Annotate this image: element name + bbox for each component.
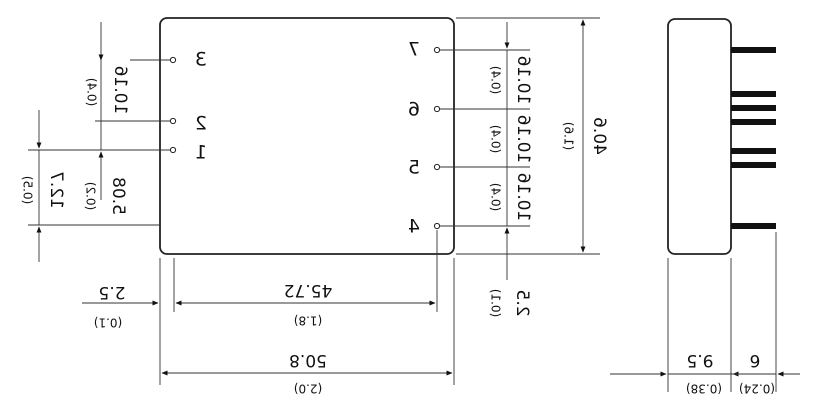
dim-height: 40.6: [589, 117, 609, 155]
dim-pin4-offset-in: (0.1): [489, 289, 503, 317]
pin-hole-5: [433, 163, 441, 171]
dim-left-margin: 2.5: [98, 282, 125, 302]
module-body-side: [667, 18, 732, 255]
dim-side-depth: 9.5: [686, 350, 713, 370]
pin-label-4: 4: [408, 216, 420, 238]
dim-pin4-offset: 2.5: [512, 289, 532, 316]
dim-width: 50.8: [289, 350, 327, 370]
dim-pin-span-in: (1.8): [294, 314, 322, 328]
module-body-front: [159, 17, 455, 255]
dim-pitch-left-in: (0.4): [85, 78, 99, 106]
dim-pin1-height: 12.7: [46, 171, 66, 209]
dim-width-in: (2.0): [294, 382, 322, 396]
dim-pin-offset-in: (0.2): [84, 182, 98, 210]
pin-hole-6: [433, 105, 441, 113]
dim-pitch-right-3: 10.16: [513, 173, 533, 222]
pin-label-5: 5: [408, 157, 420, 179]
dim-pin-span: 45.72: [284, 280, 333, 300]
dim-pin-offset: 5.08: [108, 177, 128, 215]
dim-pitch-right-3-in: (0.4): [489, 183, 503, 211]
dim-pitch-left: 10.16: [110, 66, 130, 115]
pin-hole-7: [433, 46, 441, 54]
pin-label-3: 3: [195, 49, 207, 71]
pin-hole-4: [433, 222, 441, 230]
dim-left-margin-in: (0.1): [94, 316, 122, 330]
pin-hole-2: [169, 117, 177, 125]
dim-pitch-right-1: 10.16: [513, 56, 533, 105]
dim-pin-length: 6: [750, 350, 761, 370]
dim-pitch-right-2: 10.16: [513, 115, 533, 164]
pin-hole-1: [169, 146, 177, 154]
dim-height-in: (1.6): [562, 122, 576, 150]
dim-pitch-right-1-in: (0.4): [489, 66, 503, 94]
dim-pitch-right-2-in: (0.4): [489, 125, 503, 153]
dim-pin1-height-in: (0.5): [21, 176, 35, 204]
pin-label-7: 7: [408, 39, 420, 61]
pin-label-2: 2: [195, 113, 207, 135]
pin-hole-3: [169, 56, 177, 64]
pin-label-1: 1: [195, 142, 207, 164]
pin-label-6: 6: [408, 99, 420, 121]
dim-pin-length-in: (0.24): [739, 382, 775, 396]
dim-side-depth-in: (0.38): [686, 382, 722, 396]
